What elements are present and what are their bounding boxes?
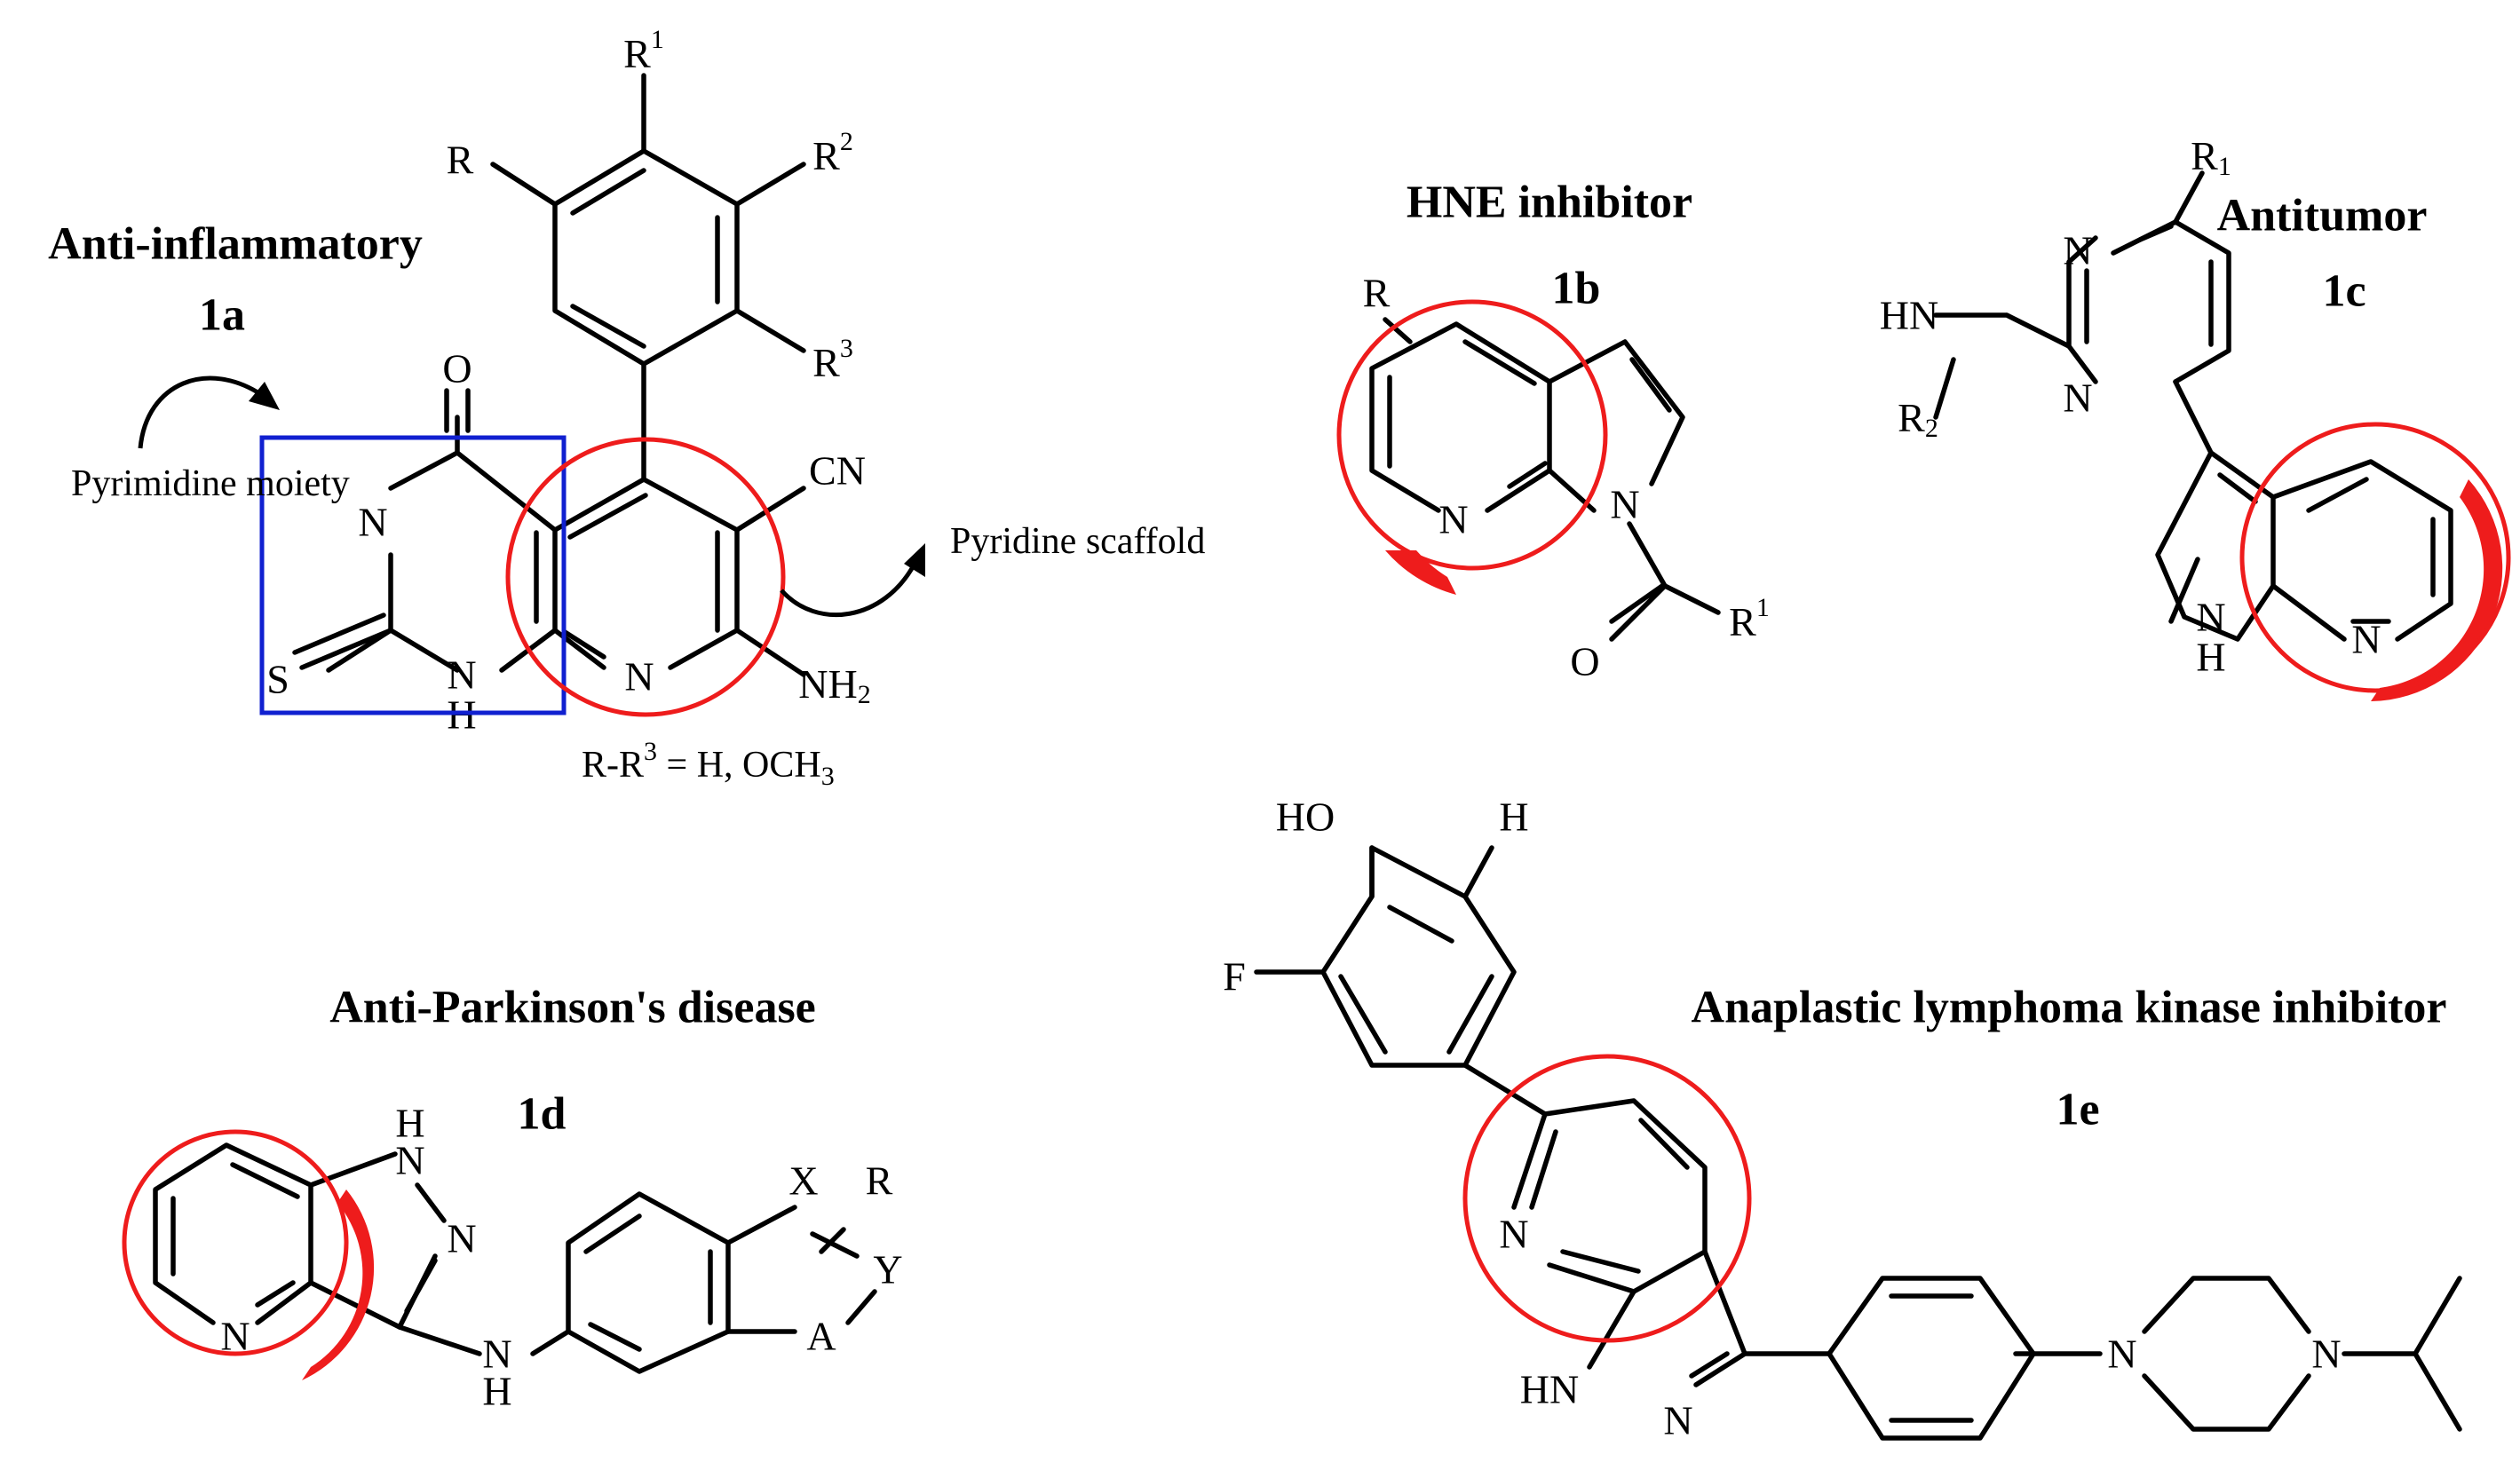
atom-n: N bbox=[2311, 1332, 2341, 1377]
title-1c: Antitumor bbox=[2217, 191, 2428, 241]
compound-1a: Anti-inflammatory 1a O N S N H N CN NH2 … bbox=[48, 25, 1205, 791]
atom-r1: R1 bbox=[2191, 133, 2231, 181]
title-1a: Anti-inflammatory bbox=[48, 219, 423, 270]
atom-h: H bbox=[482, 1369, 511, 1414]
atom-r: R bbox=[447, 138, 474, 183]
atom-x: X bbox=[788, 1158, 818, 1204]
atom-n: N bbox=[1438, 497, 1468, 542]
atom-r2: R2 bbox=[812, 127, 853, 178]
atom-n: N bbox=[1610, 482, 1639, 527]
atom-n: N bbox=[2063, 375, 2092, 421]
label-1e: 1e bbox=[2056, 1085, 2099, 1135]
atom-nh2: NH2 bbox=[798, 661, 870, 709]
atom-n: N bbox=[395, 1138, 424, 1183]
pyridine-ring-highlight bbox=[505, 437, 786, 717]
label-1c: 1c bbox=[2322, 266, 2365, 317]
ring-shadow bbox=[2371, 479, 2503, 701]
pyrimidine-box bbox=[259, 435, 567, 715]
title-1d: Anti-Parkinson's disease bbox=[329, 983, 816, 1033]
label-1b: 1b bbox=[1552, 264, 1601, 314]
atom-n: N bbox=[482, 1332, 511, 1377]
atom-n: N bbox=[447, 1216, 476, 1261]
pyridine-arrowhead bbox=[904, 543, 925, 577]
atom-n: N bbox=[624, 654, 654, 699]
atom-n: N bbox=[358, 500, 387, 545]
atom-h: H bbox=[1499, 794, 1528, 840]
atom-r2: R2 bbox=[1898, 395, 1938, 443]
atom-r: R bbox=[866, 1158, 893, 1204]
pyridine-ring-highlight bbox=[1462, 1054, 1752, 1343]
ring-shadow bbox=[1385, 550, 1456, 595]
atom-r3: R3 bbox=[812, 334, 853, 385]
atom-n: N bbox=[1499, 1212, 1528, 1257]
atom-h: H bbox=[2196, 635, 2225, 680]
pyridine-annotation: Pyridine scaffold bbox=[950, 521, 1205, 562]
atom-r: R bbox=[1363, 271, 1391, 316]
atom-n: N bbox=[2196, 595, 2225, 640]
atom-f: F bbox=[1223, 954, 1246, 1000]
substituent-note: R-R3 = H, OCH3 bbox=[582, 737, 835, 791]
pyrimidine-arrow bbox=[138, 375, 264, 449]
atom-r1: R1 bbox=[1729, 593, 1770, 644]
pyrimidine-annotation: Pyrimidine moiety bbox=[71, 463, 350, 504]
pyridine-arrow bbox=[780, 562, 917, 618]
title-1b: HNE inhibitor bbox=[1407, 178, 1692, 228]
atom-n: N bbox=[1663, 1398, 1692, 1443]
compound-1d: Anti-Parkinson's disease 1d H N N N N H … bbox=[122, 983, 903, 1414]
compound-1c: Antitumor 1c R1 N N HN R2 N H N bbox=[1880, 133, 2511, 701]
atom-s: S bbox=[266, 657, 289, 702]
atom-n: N bbox=[220, 1314, 250, 1359]
atom-ho: HO bbox=[1276, 794, 1335, 840]
atom-cn: CN bbox=[809, 448, 866, 494]
compound-1e: Anaplastic lymphoma kinase inhibitor 1e … bbox=[1223, 794, 2462, 1443]
atom-h: H bbox=[395, 1101, 424, 1146]
atom-hn: HN bbox=[1520, 1367, 1579, 1412]
atom-y: Y bbox=[873, 1247, 902, 1292]
atom-n: N bbox=[447, 652, 476, 698]
title-1e: Anaplastic lymphoma kinase inhibitor bbox=[1692, 983, 2447, 1033]
label-1d: 1d bbox=[518, 1089, 567, 1140]
atom-a: A bbox=[806, 1314, 836, 1359]
atom-n: N bbox=[2107, 1332, 2136, 1377]
atom-hn: HN bbox=[1880, 293, 1938, 338]
atom-n: N bbox=[2063, 228, 2092, 273]
atom-n: N bbox=[2351, 617, 2381, 662]
atom-r1: R1 bbox=[623, 25, 664, 76]
pyridine-ring-highlight bbox=[2239, 422, 2511, 693]
label-1a: 1a bbox=[199, 290, 245, 341]
pyrimidine-arrowhead bbox=[249, 382, 280, 410]
atom-o: O bbox=[1570, 639, 1599, 684]
compound-1b: HNE inhibitor 1b R N N O R1 bbox=[1336, 178, 1770, 684]
pyridine-ring-highlight bbox=[1336, 299, 1608, 571]
pyridine-ring-highlight bbox=[122, 1129, 349, 1356]
atom-o: O bbox=[442, 346, 472, 391]
